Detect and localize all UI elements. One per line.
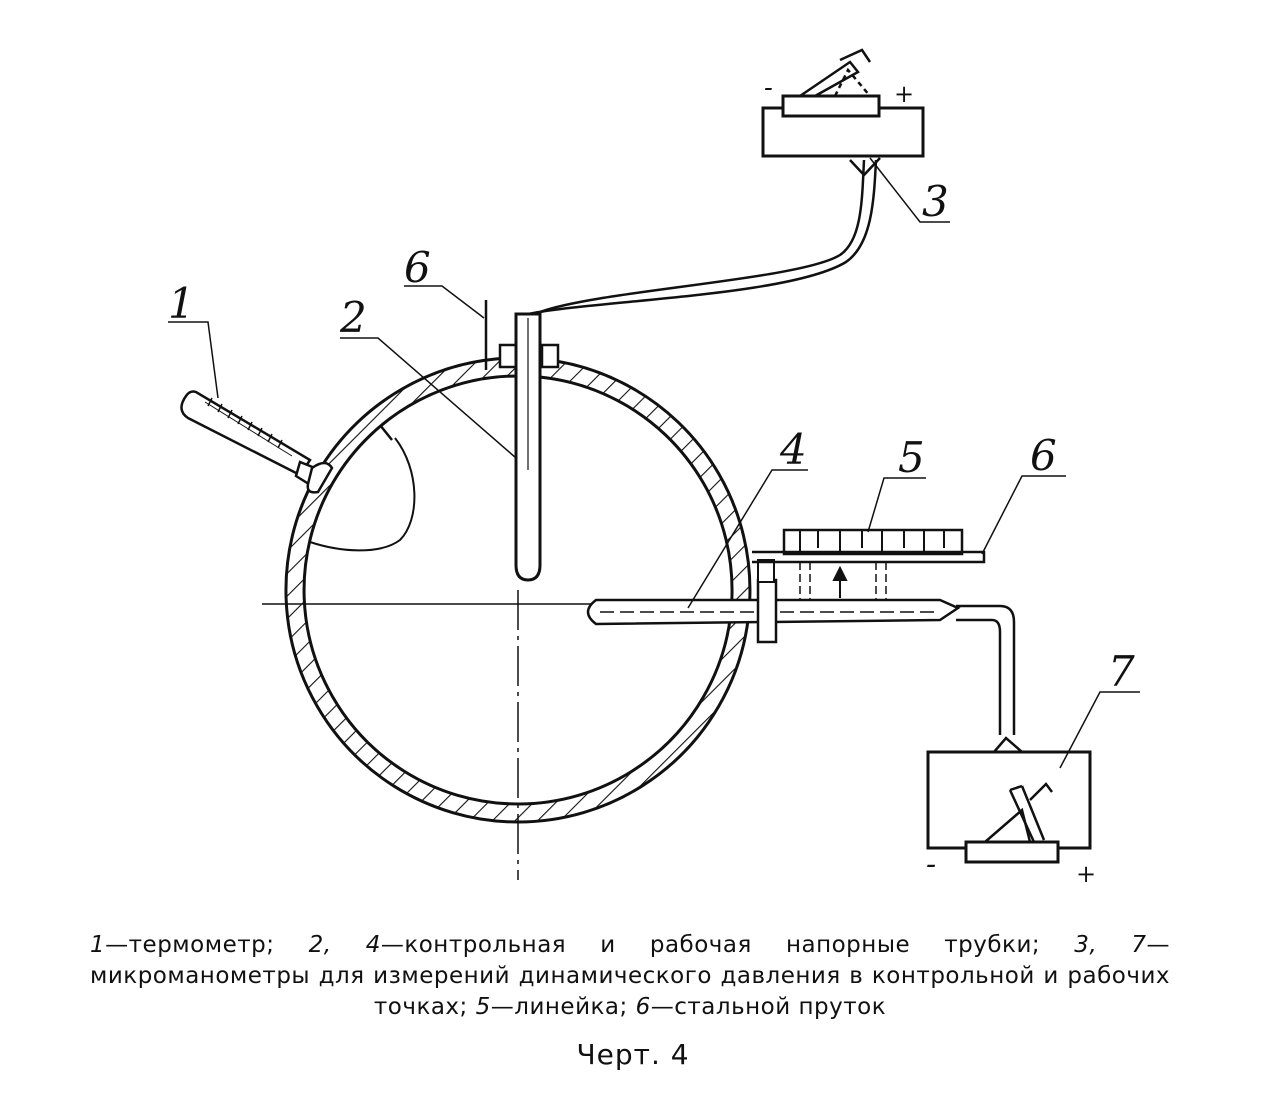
hose-to-micromanometer-3-inner	[527, 159, 878, 316]
caption-text-5: —стальной пруток	[650, 994, 887, 1020]
caption-num-1: 1	[90, 932, 106, 958]
pipe-wall	[284, 356, 752, 824]
leader-2	[340, 337, 517, 459]
label-2: 2	[339, 293, 367, 342]
caption-num-2: 2, 4	[308, 932, 381, 958]
cutaway-edge	[379, 424, 393, 441]
ruler	[782, 528, 964, 556]
figure-title: Черт. 4	[576, 1038, 690, 1071]
caption-num-5: 6	[635, 994, 651, 1020]
micromanometer-7-top	[1029, 782, 1053, 801]
figure-caption: 1—термометр; 2, 4—контрольная и рабочая …	[90, 930, 1170, 1023]
hose-fork-7	[993, 736, 1023, 753]
micromanometer-7-plus: +	[1076, 860, 1096, 888]
caption-text-3: —микроманометры для измерений динамическ…	[90, 932, 1171, 1020]
micromanometer-3-minus: -	[764, 73, 773, 103]
leader-3	[869, 157, 950, 223]
leader-7	[1059, 691, 1140, 769]
micromanometer-3-base	[781, 94, 881, 118]
micromanometer-3-top	[839, 48, 872, 63]
leader-6-right	[981, 475, 1066, 555]
caption-num-3: 3, 7	[1074, 932, 1147, 958]
thermometer	[180, 390, 334, 494]
cutaway-outline	[309, 437, 416, 552]
label-6-right: 6	[1030, 431, 1057, 480]
label-3: 3	[922, 177, 949, 226]
label-1: 1	[168, 279, 195, 328]
hose-to-micromanometer-3	[539, 159, 866, 314]
micromanometer-7-base	[964, 840, 1060, 864]
micromanometer-3-support	[833, 67, 871, 97]
leader-5	[867, 477, 926, 533]
ruler-ticks	[799, 530, 945, 554]
rod-hangers	[799, 562, 887, 600]
micromanometer-3-tube	[799, 60, 860, 98]
label-5: 5	[898, 433, 925, 482]
micromanometer-7-support	[984, 807, 1032, 843]
micromanometer-7-tube	[1008, 784, 1046, 843]
side-fitting-top	[757, 559, 775, 583]
leader-6-top	[404, 285, 485, 319]
steel-rod-side	[752, 550, 986, 564]
micromanometer-7-minus: -	[926, 847, 936, 882]
caption-text-4: —линейка;	[490, 994, 636, 1020]
micromanometer-3-plus: +	[894, 80, 914, 108]
hose-to-micromanometer-7	[956, 604, 1016, 735]
caption-text-1: —термометр;	[105, 932, 309, 958]
micromanometer-7-body	[926, 750, 1092, 850]
side-fitting	[756, 578, 778, 644]
caption-text-2: —контрольная и рабочая напорные трубки;	[380, 932, 1075, 958]
leader-4	[687, 469, 808, 609]
leader-1	[168, 321, 219, 399]
label-4: 4	[779, 425, 807, 474]
label-6-top: 6	[404, 243, 431, 292]
caption-num-4: 5	[475, 994, 491, 1020]
pointer-arrow	[832, 565, 848, 598]
top-fitting-right	[540, 343, 560, 369]
cutaway-region	[380, 380, 500, 440]
top-fitting-left	[498, 343, 518, 369]
label-7: 7	[1108, 647, 1135, 696]
